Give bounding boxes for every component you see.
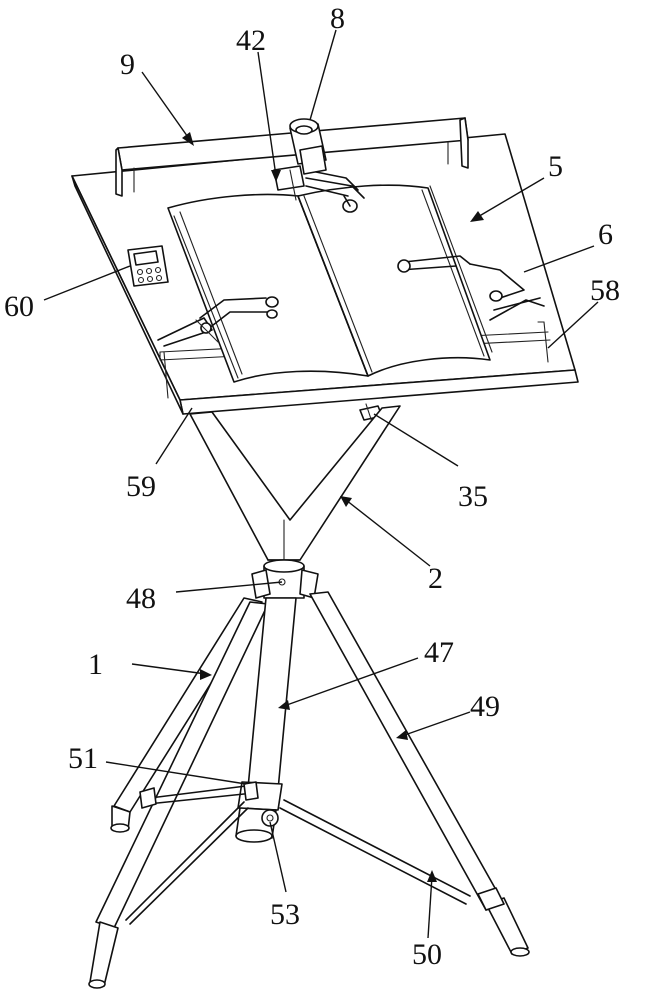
label-48: 48 xyxy=(126,582,156,615)
label-5: 5 xyxy=(548,150,563,183)
label-59: 59 xyxy=(126,470,156,503)
label-50: 50 xyxy=(412,938,442,971)
label-1: 1 xyxy=(88,648,103,681)
label-8: 8 xyxy=(330,2,345,35)
label-6: 6 xyxy=(598,218,613,251)
control-panel xyxy=(128,246,168,286)
label-53: 53 xyxy=(270,898,300,931)
label-49: 49 xyxy=(470,690,500,723)
label-51: 51 xyxy=(68,742,98,775)
label-42: 42 xyxy=(236,24,266,57)
label-58: 58 xyxy=(590,274,620,307)
label-35: 35 xyxy=(458,480,488,513)
label-60: 60 xyxy=(4,290,34,323)
tripod-stand xyxy=(89,560,529,988)
label-2: 2 xyxy=(428,562,443,595)
v-support-bracket xyxy=(190,406,400,560)
label-47: 47 xyxy=(424,636,454,669)
label-9: 9 xyxy=(120,48,135,81)
